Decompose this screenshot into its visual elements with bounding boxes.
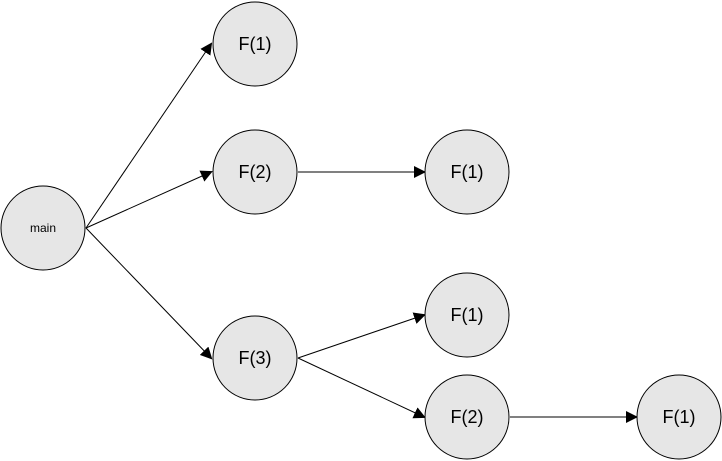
node-f1-b-label: F(1) — [451, 162, 484, 182]
node-f1-a-label: F(1) — [239, 34, 272, 54]
node-f2-b-label: F(2) — [451, 407, 484, 427]
node-f3-a-label: F(3) — [239, 348, 272, 368]
node-f1-c: F(1) — [424, 272, 510, 358]
edge-main-to-f3-a — [85, 227, 213, 360]
node-main-label: main — [30, 221, 56, 235]
node-f2-a: F(2) — [212, 129, 298, 215]
node-main-circle — [0, 185, 86, 271]
edge-f3-a-to-f1-c — [297, 312, 426, 359]
node-f1-b-circle — [424, 129, 510, 215]
edge-main-to-f1-a — [85, 42, 213, 229]
node-f2-a-circle — [212, 129, 298, 215]
node-f1-d: F(1) — [636, 374, 722, 460]
edge-main-to-f2-a — [85, 170, 213, 229]
node-f3-a-circle — [212, 315, 298, 401]
node-f1-c-label: F(1) — [451, 305, 484, 325]
node-f1-a: F(1) — [212, 1, 298, 87]
edge-f3-a-to-f2-b — [297, 357, 426, 419]
node-main: main — [0, 185, 86, 271]
node-f1-d-circle — [636, 374, 722, 460]
node-f1-a-circle — [212, 1, 298, 87]
node-f2-b-circle — [424, 374, 510, 460]
node-f1-d-label: F(1) — [663, 407, 696, 427]
node-f2-b: F(2) — [424, 374, 510, 460]
edges-layer — [85, 42, 638, 423]
node-f3-a: F(3) — [212, 315, 298, 401]
node-f2-a-label: F(2) — [239, 162, 272, 182]
node-f1-c-circle — [424, 272, 510, 358]
node-f1-b: F(1) — [424, 129, 510, 215]
